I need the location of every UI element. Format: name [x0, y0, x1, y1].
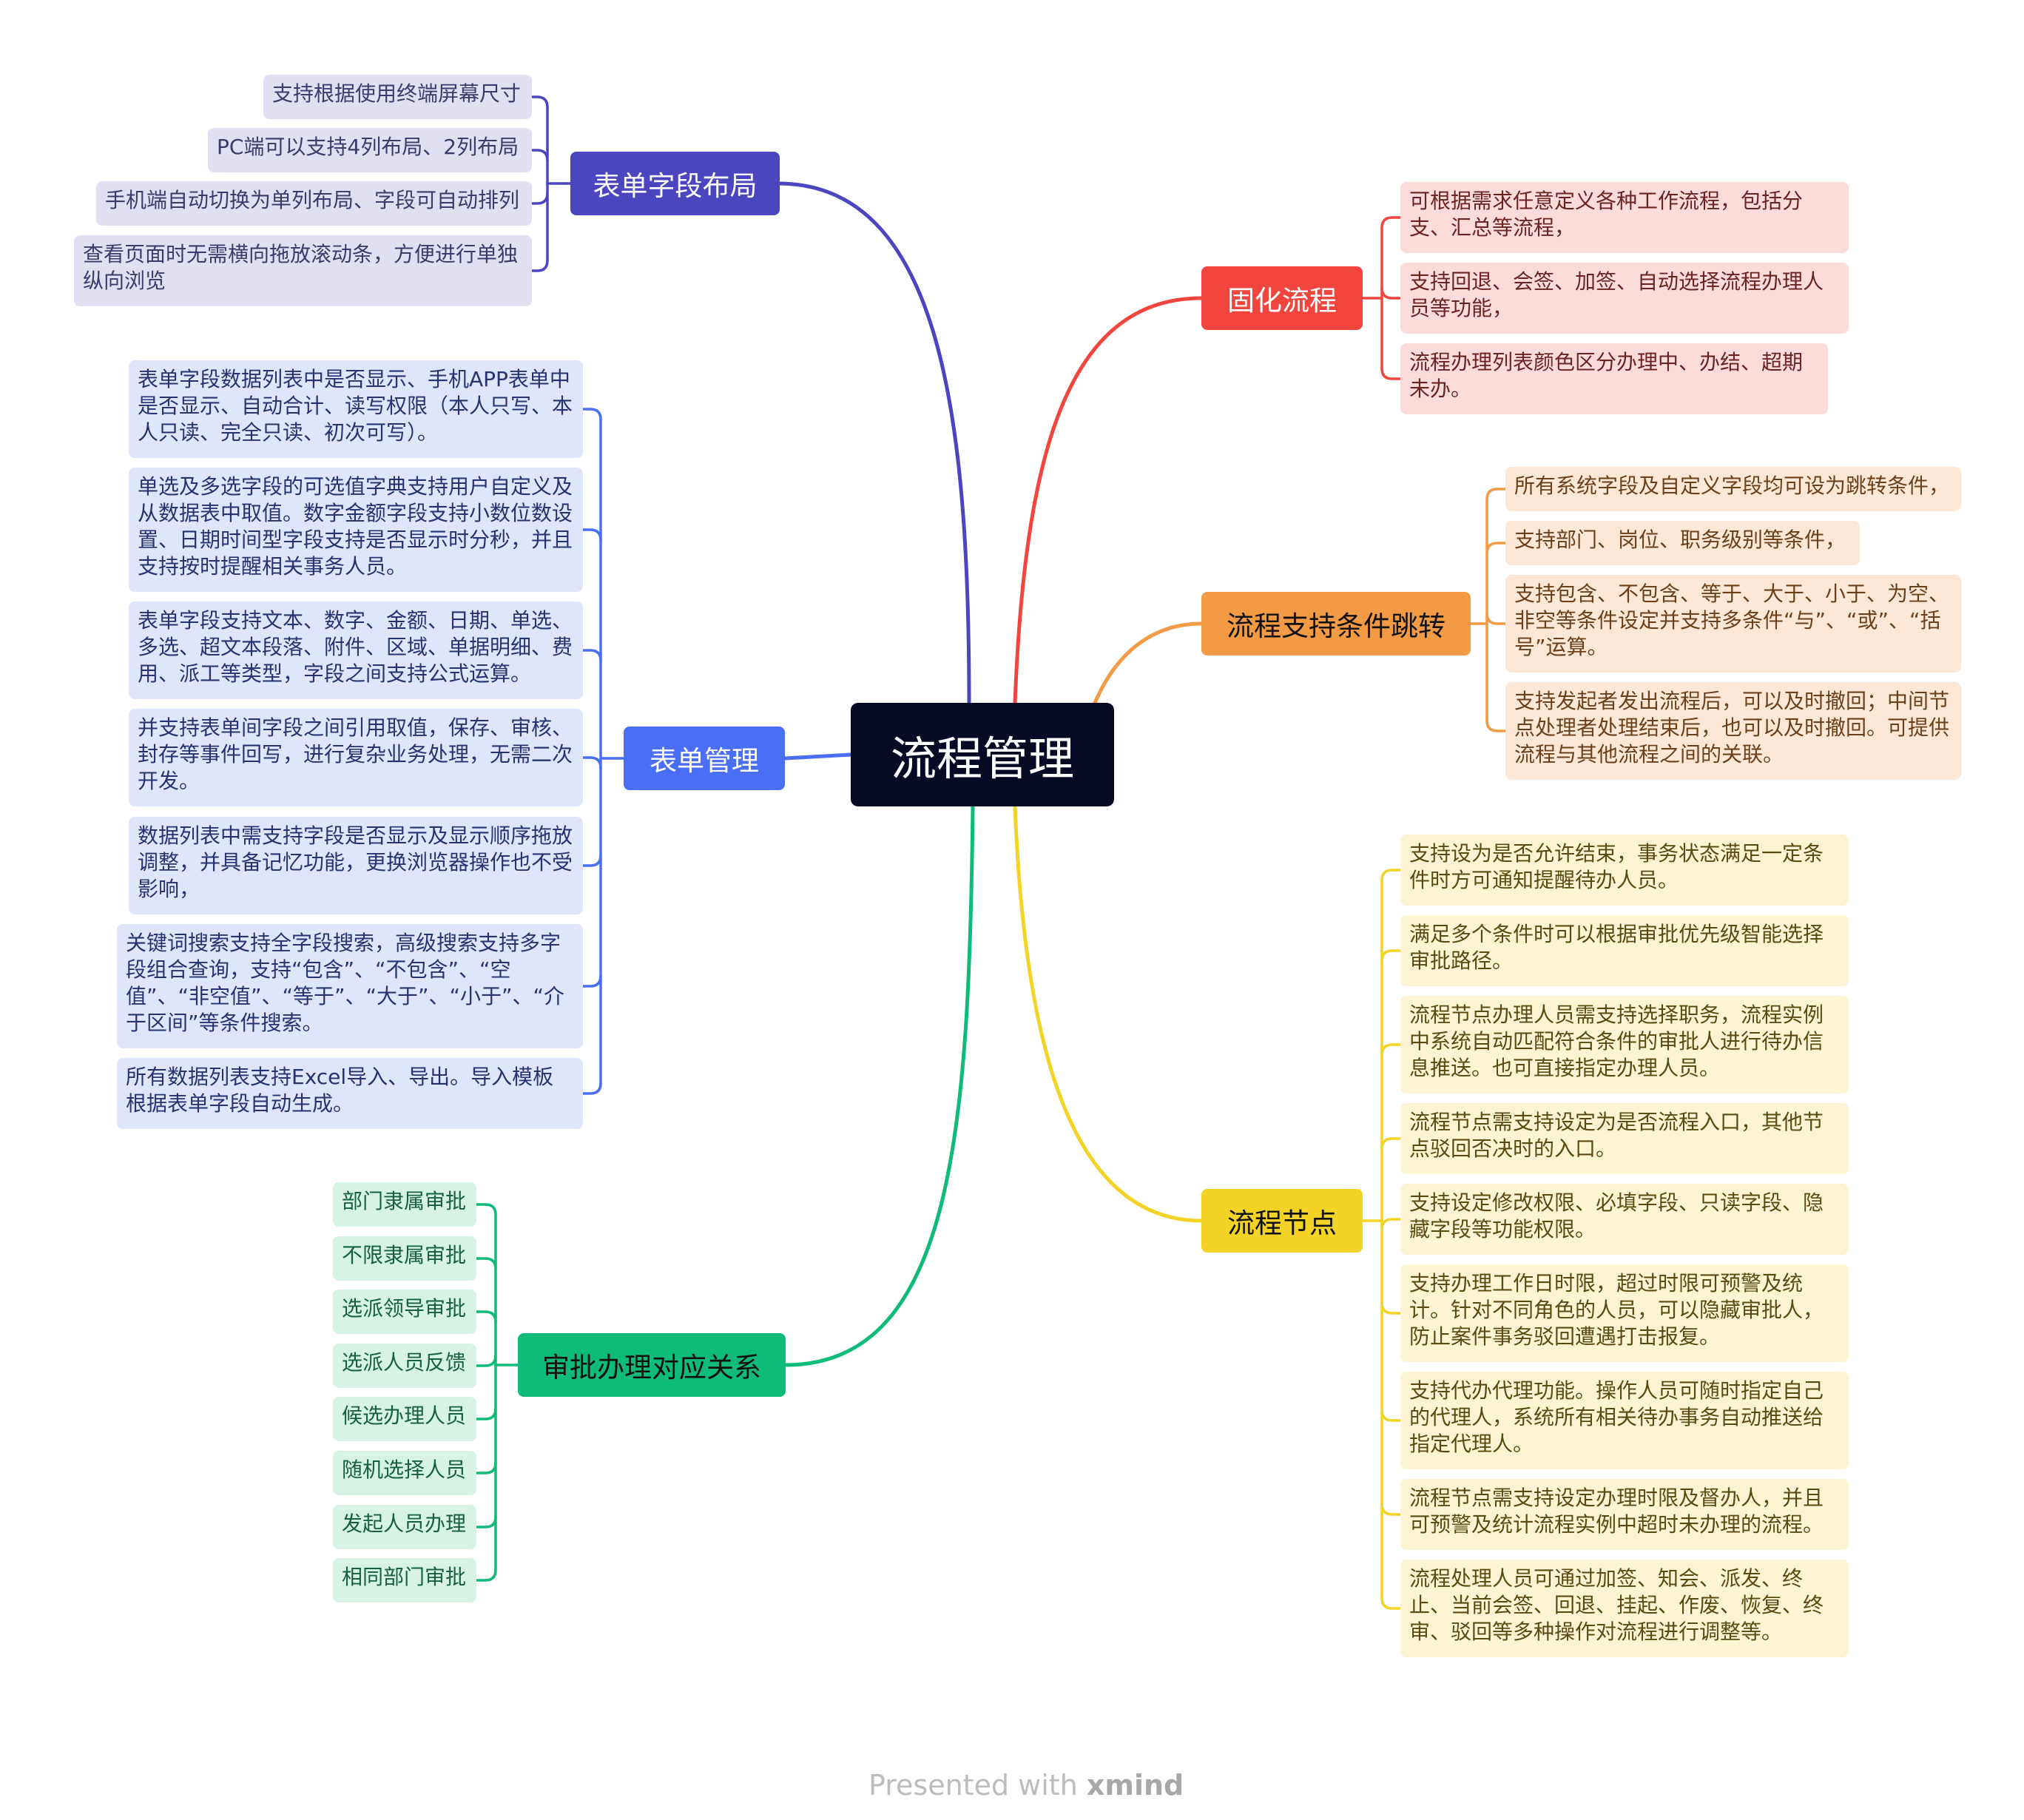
fixed-leaf[interactable]: 支持回退、会签、加签、自动选择流程办理人员等功能， — [1400, 263, 1849, 334]
approval-bracket-tip — [475, 1354, 497, 1367]
layout-bracket-tip — [530, 192, 549, 205]
layout-bracket-tip — [530, 95, 549, 109]
branch-conditional-jump[interactable]: 流程支持条件跳转 — [1201, 592, 1471, 655]
approval-leaf[interactable]: 相同部门审批 — [333, 1558, 476, 1602]
node-leaf[interactable]: 支持设为是否允许结束，事务状态满足一定条件时方可通知提醒待办人员。 — [1400, 835, 1849, 906]
form-leaf[interactable]: 并支持表单间字段之间引用取值，保存、审核、封存等事件回写，进行复杂业务处理，无需… — [129, 709, 583, 806]
link-root-form — [783, 752, 853, 761]
approval-bracket-tip — [475, 1310, 497, 1324]
node-leaf[interactable]: 流程节点办理人员需支持选择职务，流程实例中系统自动匹配符合条件的审批人进行待办信… — [1400, 996, 1849, 1093]
node-bracket-tip — [1380, 1137, 1402, 1150]
node-bracket-tip — [1380, 949, 1402, 963]
form-leaf[interactable]: 关键词搜索支持全字段搜索，高级搜索支持多字段组合查询，支持“包含”、“不包含”、… — [117, 924, 583, 1048]
jump-leaf[interactable]: 支持部门、岗位、职务级别等条件， — [1505, 521, 1860, 565]
node-leaf[interactable]: 支持办理工作日时限，超过时限可预警及统计。针对不同角色的人员，可以隐藏审批人，防… — [1400, 1264, 1849, 1362]
footer-credit: Presented with xmind — [868, 1769, 1184, 1802]
approval-bracket-tip — [475, 1568, 497, 1582]
layout-leaf[interactable]: PC端可以支持4列布局、2列布局 — [208, 128, 532, 172]
fixed-bracket-tip — [1380, 216, 1402, 229]
jump-bracket-tip — [1485, 719, 1507, 732]
approval-leaf[interactable]: 选派领导审批 — [333, 1290, 476, 1334]
form-leaf[interactable]: 所有数据列表支持Excel导入、导出。导入模板根据表单字段自动生成。 — [117, 1058, 583, 1129]
link-root-layout — [777, 181, 971, 705]
node-bracket-tip — [1380, 869, 1402, 882]
link-root-jump — [1093, 621, 1204, 705]
form-bracket-tip — [581, 408, 602, 421]
node-bracket-tip — [1380, 1043, 1402, 1056]
xmind-logo: xmind — [1086, 1769, 1184, 1802]
link-root-node — [1013, 804, 1204, 1223]
fixed-leaf[interactable]: 流程办理列表颜色区分办理中、办结、超期未办。 — [1400, 343, 1828, 414]
jump-leaf[interactable]: 支持包含、不包含、等于、大于、小于、为空、非空等条件设定并支持多条件“与”、“或… — [1505, 575, 1961, 673]
jump-leaf[interactable]: 支持发起者发出流程后，可以及时撤回；中间节点处理者处理结束后，也可以及时撤回。可… — [1505, 682, 1961, 780]
jump-bracket-tip — [1485, 612, 1507, 625]
form-bracket-tip — [581, 974, 602, 988]
jump-bracket-tip — [1485, 488, 1507, 501]
approval-bracket-tip — [475, 1203, 497, 1216]
layout-leaf[interactable]: 查看页面时无需横向拖放滚动条，方便进行单独纵向浏览 — [74, 235, 532, 306]
branch-approval-relations[interactable]: 审批办理对应关系 — [518, 1333, 786, 1397]
node-bracket-tip — [1380, 1409, 1402, 1422]
fixed-bracket-tip — [1380, 367, 1402, 380]
node-bracket-tip — [1380, 1301, 1402, 1315]
branch-process-node[interactable]: 流程节点 — [1201, 1189, 1363, 1253]
form-leaf[interactable]: 表单字段支持文本、数字、金额、日期、单选、多选、超文本段落、附件、区域、单据明细… — [129, 601, 583, 699]
jump-bracket-tip — [1485, 542, 1507, 555]
link-root-fixed — [1013, 296, 1204, 705]
jump-leaf[interactable]: 所有系统字段及自定义字段均可设为跳转条件， — [1505, 467, 1961, 511]
node-leaf[interactable]: 支持设定修改权限、必填字段、只读字段、隐藏字段等功能权限。 — [1400, 1184, 1849, 1255]
approval-leaf[interactable]: 随机选择人员 — [333, 1451, 476, 1495]
layout-bracket-tip — [530, 259, 549, 272]
root-topic[interactable]: 流程管理 — [851, 703, 1114, 806]
approval-bracket-tip — [475, 1461, 497, 1474]
node-leaf[interactable]: 满足多个条件时可以根据审批优先级智能选择审批路径。 — [1400, 915, 1849, 986]
link-root-approval — [783, 804, 975, 1367]
approval-leaf[interactable]: 不限隶属审批 — [333, 1236, 476, 1281]
approval-leaf[interactable]: 候选办理人员 — [333, 1397, 476, 1441]
approval-bracket-tip — [475, 1407, 497, 1420]
branch-form-field-layout[interactable]: 表单字段布局 — [570, 152, 780, 215]
form-bracket-tip — [581, 756, 602, 769]
node-bracket-tip — [1380, 1218, 1402, 1231]
approval-leaf[interactable]: 选派人员反馈 — [333, 1344, 476, 1388]
approval-bracket-tip — [475, 1515, 497, 1529]
branch-fixed-process[interactable]: 固化流程 — [1201, 266, 1363, 330]
branch-form-management[interactable]: 表单管理 — [624, 727, 785, 790]
node-leaf[interactable]: 支持代办代理功能。操作人员可随时指定自己的代理人，系统所有相关待办事务自动推送给… — [1400, 1372, 1849, 1469]
node-bracket-tip — [1380, 1597, 1402, 1610]
approval-bracket-tip — [475, 1257, 497, 1270]
layout-bracket-tip — [530, 149, 549, 162]
form-leaf[interactable]: 数据列表中需支持字段是否显示及显示顺序拖放调整，并具备记忆功能，更换浏览器操作也… — [129, 817, 583, 914]
form-bracket-tip — [581, 649, 602, 662]
footer-prefix: Presented with — [868, 1769, 1087, 1802]
node-leaf[interactable]: 流程处理人员可通过加签、知会、派发、终止、当前会签、回退、挂起、作废、恢复、终审… — [1400, 1560, 1849, 1657]
approval-leaf[interactable]: 发起人员办理 — [333, 1505, 476, 1549]
fixed-leaf[interactable]: 可根据需求任意定义各种工作流程，包括分支、汇总等流程， — [1400, 182, 1849, 253]
layout-leaf[interactable]: 支持根据使用终端屏幕尺寸 — [263, 75, 532, 119]
form-bracket-tip — [581, 854, 602, 867]
node-leaf[interactable]: 流程节点需支持设定为是否流程入口，其他节点驳回否决时的入口。 — [1400, 1103, 1849, 1174]
form-leaf[interactable]: 单选及多选字段的可选值字典支持用户自定义及从数据表中取值。数字金额字段支持小数位… — [129, 468, 583, 592]
form-leaf[interactable]: 表单字段数据列表中是否显示、手机APP表单中是否显示、自动合计、读写权限（本人只… — [129, 360, 583, 458]
form-bracket-tip — [581, 1082, 602, 1095]
node-bracket-tip — [1380, 1503, 1402, 1516]
layout-leaf[interactable]: 手机端自动切换为单列布局、字段可自动排列 — [96, 181, 532, 226]
fixed-bracket-tip — [1380, 286, 1402, 300]
node-leaf[interactable]: 流程节点需支持设定办理时限及督办人，并且可预警及统计流程实例中超时未办理的流程。 — [1400, 1479, 1849, 1550]
approval-leaf[interactable]: 部门隶属审批 — [333, 1182, 476, 1227]
form-bracket-tip — [581, 528, 602, 542]
